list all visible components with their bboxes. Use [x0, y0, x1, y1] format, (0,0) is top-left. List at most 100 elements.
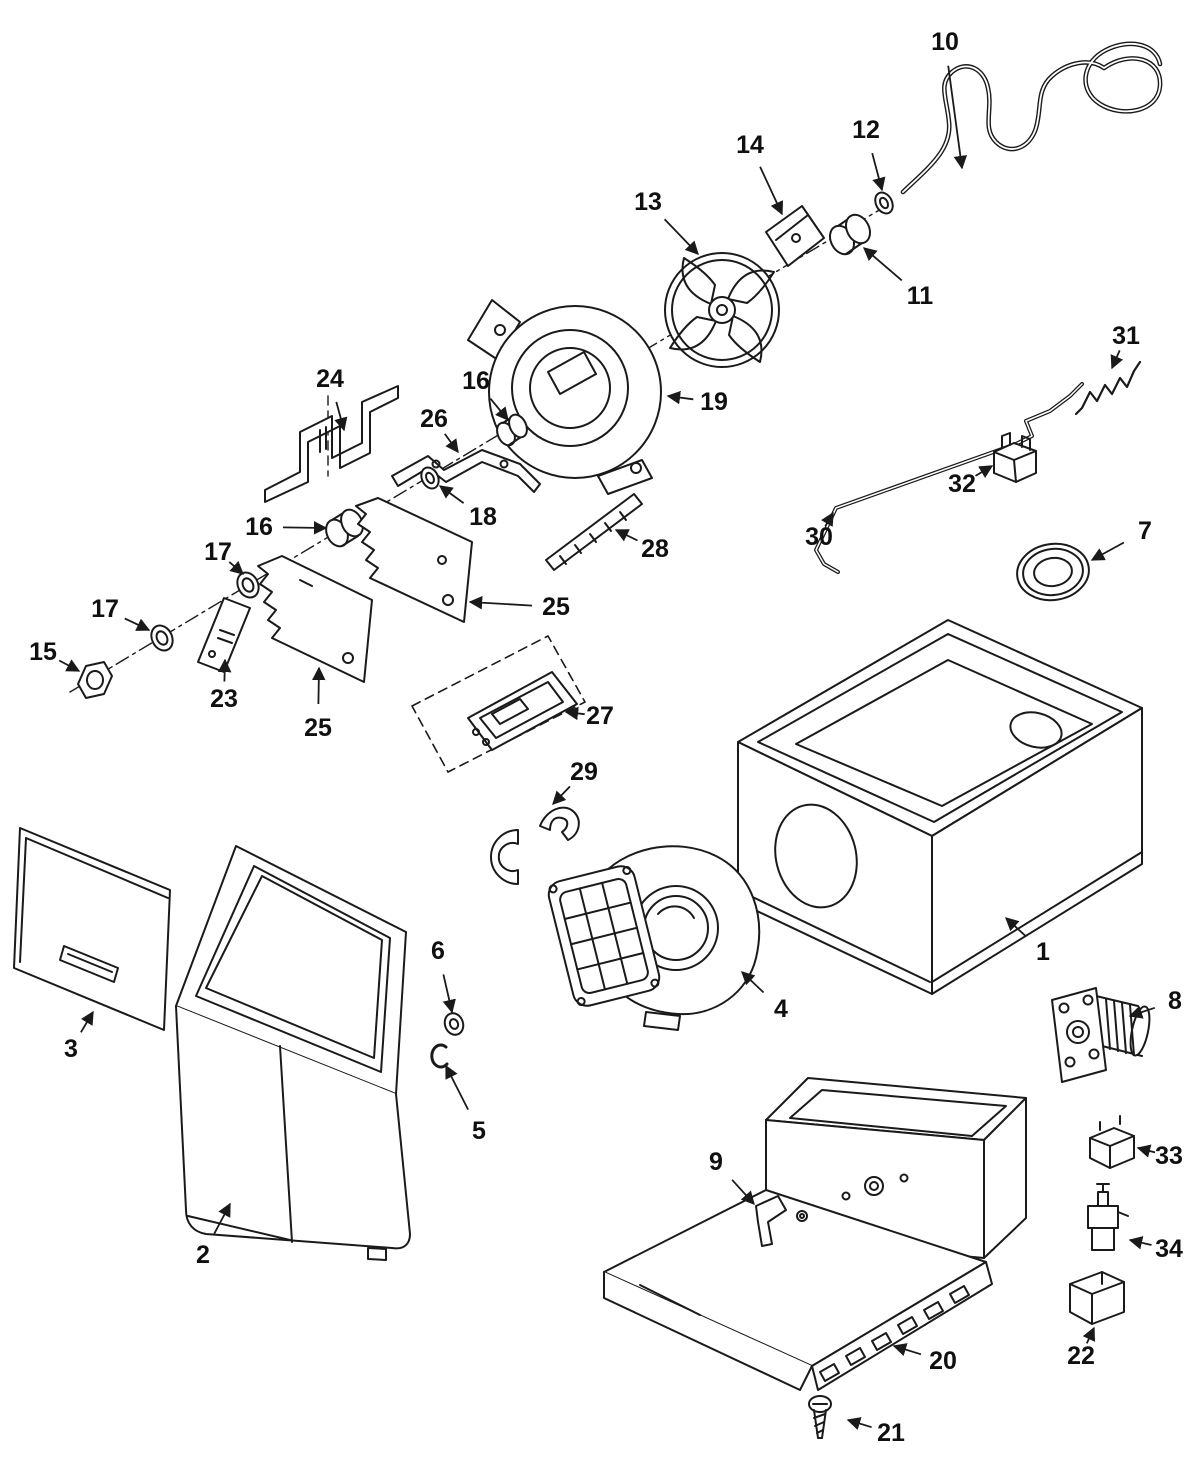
- callout-19: 19: [666, 388, 728, 416]
- motor-grille: [547, 865, 661, 1007]
- fan-scroll-housing: [467, 299, 662, 495]
- callout-label-19: 19: [700, 388, 728, 416]
- callout-label-21: 21: [877, 1419, 905, 1447]
- callout-label-20: 20: [929, 1347, 957, 1375]
- callout-label-28: 28: [641, 535, 669, 563]
- callout-label-10: 10: [931, 28, 959, 56]
- callout-20: 20: [892, 1343, 957, 1375]
- callout-14: 14: [736, 131, 784, 216]
- callout-18: 18: [438, 485, 497, 531]
- callout-label-1: 1: [1036, 938, 1050, 966]
- screw: [808, 1395, 832, 1439]
- bracket-22: [1069, 1271, 1125, 1325]
- callout-11: 11: [862, 247, 934, 310]
- callout-3: 3: [64, 1010, 94, 1063]
- callout-2: 2: [196, 1202, 231, 1269]
- callout-4: 4: [741, 971, 788, 1023]
- callout-17: 17: [91, 595, 151, 631]
- callout-label-17: 17: [204, 538, 232, 566]
- callout-6: 6: [431, 937, 456, 1014]
- callout-label-5: 5: [472, 1117, 486, 1145]
- mounting-bracket-upper: [264, 385, 399, 503]
- callout-13: 13: [634, 188, 699, 255]
- callout-30: 30: [805, 511, 834, 551]
- callout-15: 15: [29, 638, 81, 672]
- callout-label-23: 23: [210, 685, 238, 713]
- toothed-plate-right: [355, 497, 473, 623]
- ice-bucket: [737, 619, 1143, 995]
- callout-23: 23: [210, 658, 238, 713]
- callout-label-2: 2: [196, 1241, 210, 1269]
- retainer-clip: [993, 432, 1037, 483]
- switch: [1089, 1115, 1135, 1169]
- ice-container: [175, 845, 411, 1261]
- callout-label-26: 26: [420, 405, 448, 433]
- callout-label-13: 13: [634, 188, 662, 216]
- support-frame: [603, 1077, 1027, 1391]
- callout-25: 25: [304, 666, 332, 742]
- callout-17: 17: [204, 538, 245, 575]
- callout-label-17: 17: [91, 595, 119, 623]
- callout-label-24: 24: [316, 365, 344, 393]
- solenoid: [1051, 987, 1151, 1083]
- toothed-plate-left: [257, 555, 373, 683]
- bracket-23: [197, 597, 251, 673]
- nut: [77, 661, 113, 699]
- valve: [1087, 1183, 1129, 1251]
- ring-17-right: [236, 571, 260, 599]
- callout-21: 21: [846, 1417, 905, 1447]
- callout-label-16: 16: [245, 513, 273, 541]
- callout-10: 10: [931, 28, 968, 170]
- auger-motor: [547, 845, 761, 1031]
- wire-harness: [900, 41, 1163, 195]
- callout-31: 31: [1110, 322, 1140, 370]
- callout-label-3: 3: [64, 1035, 78, 1063]
- callout-8: 8: [1128, 987, 1182, 1019]
- callout-32: 32: [948, 465, 994, 498]
- fan-blade: [664, 252, 780, 368]
- callout-1: 1: [1005, 917, 1050, 966]
- callout-22: 22: [1067, 1326, 1095, 1370]
- callout-label-6: 6: [431, 937, 445, 965]
- callout-label-12: 12: [852, 116, 880, 144]
- washer-18: [420, 466, 440, 490]
- callout-16: 16: [462, 367, 509, 422]
- callout-label-30: 30: [805, 523, 833, 551]
- c-ring-5: [430, 1043, 449, 1069]
- shaft: [545, 493, 643, 571]
- lever-9: [755, 1195, 808, 1247]
- callout-25: 25: [468, 593, 570, 621]
- callout-label-8: 8: [1168, 987, 1182, 1015]
- callout-label-25: 25: [542, 593, 570, 621]
- callout-label-29: 29: [570, 758, 598, 786]
- callout-29: 29: [552, 758, 598, 805]
- callout-5: 5: [445, 1064, 486, 1145]
- grommet: [1016, 542, 1090, 602]
- callout-26: 26: [420, 405, 459, 454]
- callout-12: 12: [852, 116, 886, 192]
- callout-label-4: 4: [774, 995, 788, 1023]
- callout-label-7: 7: [1138, 517, 1152, 545]
- callout-label-34: 34: [1155, 1235, 1183, 1263]
- module-27: [411, 635, 586, 773]
- callout-label-9: 9: [709, 1148, 723, 1176]
- callout-27: 27: [564, 702, 614, 730]
- washer-6: [443, 1012, 465, 1036]
- callout-label-18: 18: [469, 503, 497, 531]
- clamp-clip: [490, 806, 580, 885]
- callout-label-22: 22: [1067, 1342, 1095, 1370]
- ring-17-left: [150, 624, 174, 652]
- callout-34: 34: [1128, 1235, 1183, 1263]
- callout-28: 28: [614, 529, 669, 563]
- callout-label-15: 15: [29, 638, 57, 666]
- callout-9: 9: [709, 1148, 755, 1206]
- actuator-rod: [814, 382, 1084, 574]
- bushing-upper: [496, 413, 528, 447]
- callout-7: 7: [1090, 517, 1152, 561]
- callout-24: 24: [316, 365, 348, 432]
- ring-12: [874, 191, 894, 215]
- callout-label-11: 11: [907, 282, 934, 310]
- callout-label-27: 27: [586, 702, 614, 730]
